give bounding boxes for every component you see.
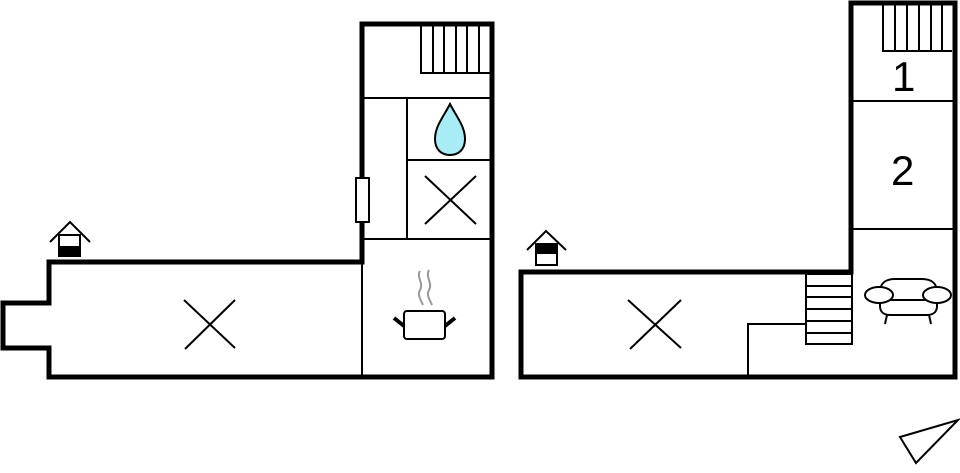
outer-walls: [518, 0, 958, 380]
water-drop-icon: [433, 101, 467, 157]
cross-icon: [424, 175, 477, 225]
staircase-icon: [882, 5, 952, 52]
upper-floor-plan: [518, 0, 958, 380]
interior-walls: [747, 100, 953, 375]
room-label-2: 2: [891, 147, 915, 194]
ground-floor-plan: [0, 21, 495, 380]
sofa-icon: [864, 278, 952, 325]
compass-arrow-icon: [898, 418, 960, 465]
room-label-1: 1: [892, 53, 916, 100]
window: [355, 177, 370, 223]
interior-walls: [361, 97, 490, 375]
cooking-pot-icon: [392, 269, 457, 340]
cross-icon: [183, 299, 236, 350]
outer-walls: [0, 21, 495, 380]
staircase-icon: [805, 273, 853, 345]
staircase-icon: [420, 26, 490, 74]
house-entrance-icon: [526, 229, 567, 266]
cross-icon: [627, 299, 682, 350]
house-entrance-icon: [49, 220, 91, 257]
